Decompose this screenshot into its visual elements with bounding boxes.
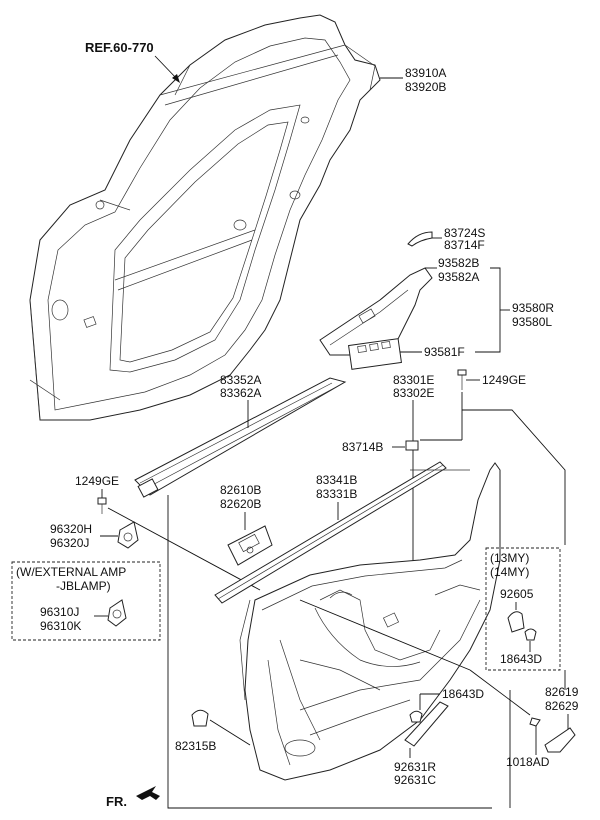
label-83302e: 83302E [393, 386, 434, 400]
handle-82610: 82610B 82620B [220, 483, 273, 566]
label-external-amp-1: (W/EXTERNAL AMP [16, 565, 126, 579]
label-96320j: 96320J [50, 536, 89, 550]
switch-panel: 93582B 93582A 93580R 93580L 93581F [319, 256, 554, 370]
label-83341b: 83341B [316, 473, 357, 487]
connector-96320: 96320H 96320J [50, 521, 139, 550]
label-82619: 82619 [545, 685, 579, 699]
label-83714f: 83714F [444, 238, 485, 252]
label-1249ge-a: 1249GE [482, 373, 526, 387]
box-external-amp: (W/EXTERNAL AMP -JBLAMP) 96310J 96310K [11, 561, 161, 641]
label-14my: (14MY) [490, 565, 529, 579]
label-96320h: 96320H [50, 522, 92, 536]
label-82629: 82629 [545, 699, 579, 713]
label-92631r: 92631R [394, 760, 436, 774]
callout-83910: 83910A 83920B [380, 66, 446, 94]
label-83724s: 83724S [444, 226, 485, 240]
label-82610b: 82610B [220, 483, 261, 497]
label-93581f: 93581F [424, 345, 465, 359]
label-93582b: 93582B [438, 256, 479, 270]
clip-83724: 83724S 83714F [407, 226, 485, 252]
weatherstrip-83341: 83341B 83331B [214, 461, 447, 604]
leader-panel [299, 599, 471, 671]
label-92631c: 92631C [394, 773, 436, 787]
box-my: (13MY) (14MY) 92605 18643D [485, 547, 561, 671]
front-label: FR. [106, 794, 127, 809]
screw-1249ge-top: 1249GE [420, 369, 526, 441]
label-18643d-a: 18643D [500, 652, 542, 666]
callout-83714b: 83714B [342, 440, 419, 454]
label-external-amp-2: -JBLAMP) [56, 579, 111, 593]
label-1249ge-b: 1249GE [75, 474, 119, 488]
callout-18643d-b: 18643D [409, 687, 484, 723]
ref-label: REF.60-770 [85, 40, 154, 55]
cover-82619: 82619 82629 [544, 685, 579, 753]
label-83714b: 83714B [342, 440, 383, 454]
label-83331b: 83331B [316, 487, 357, 501]
label-83362a: 83362A [220, 386, 261, 400]
label-13my: (13MY) [490, 551, 529, 565]
label-1018ad: 1018AD [506, 755, 550, 769]
label-93580l: 93580L [512, 315, 552, 329]
screw-1018ad: 1018AD [469, 669, 550, 769]
label-82315b: 82315B [175, 739, 216, 753]
clip-82315: 82315B [175, 709, 251, 753]
label-18643d-b: 18643D [442, 687, 484, 701]
label-83910a: 83910A [405, 66, 446, 80]
label-96310k: 96310K [40, 619, 81, 633]
label-93580r: 93580R [512, 301, 554, 315]
label-92605: 92605 [500, 587, 534, 601]
screw-1249ge-left: 1249GE [75, 474, 261, 591]
label-96310j: 96310J [40, 605, 79, 619]
front-arrow: FR. [106, 786, 160, 809]
label-83920b: 83920B [405, 80, 446, 94]
door-frame [29, 14, 381, 421]
trim-box-outline [167, 409, 566, 809]
label-82620b: 82620B [220, 497, 261, 511]
label-93582a: 93582A [438, 270, 479, 284]
label-83352a: 83352A [220, 373, 261, 387]
belt-molding-83352: 83352A 83362A [134, 373, 347, 498]
lamp-92631: 92631R 92631C [394, 701, 449, 787]
label-83301e: 83301E [393, 373, 434, 387]
